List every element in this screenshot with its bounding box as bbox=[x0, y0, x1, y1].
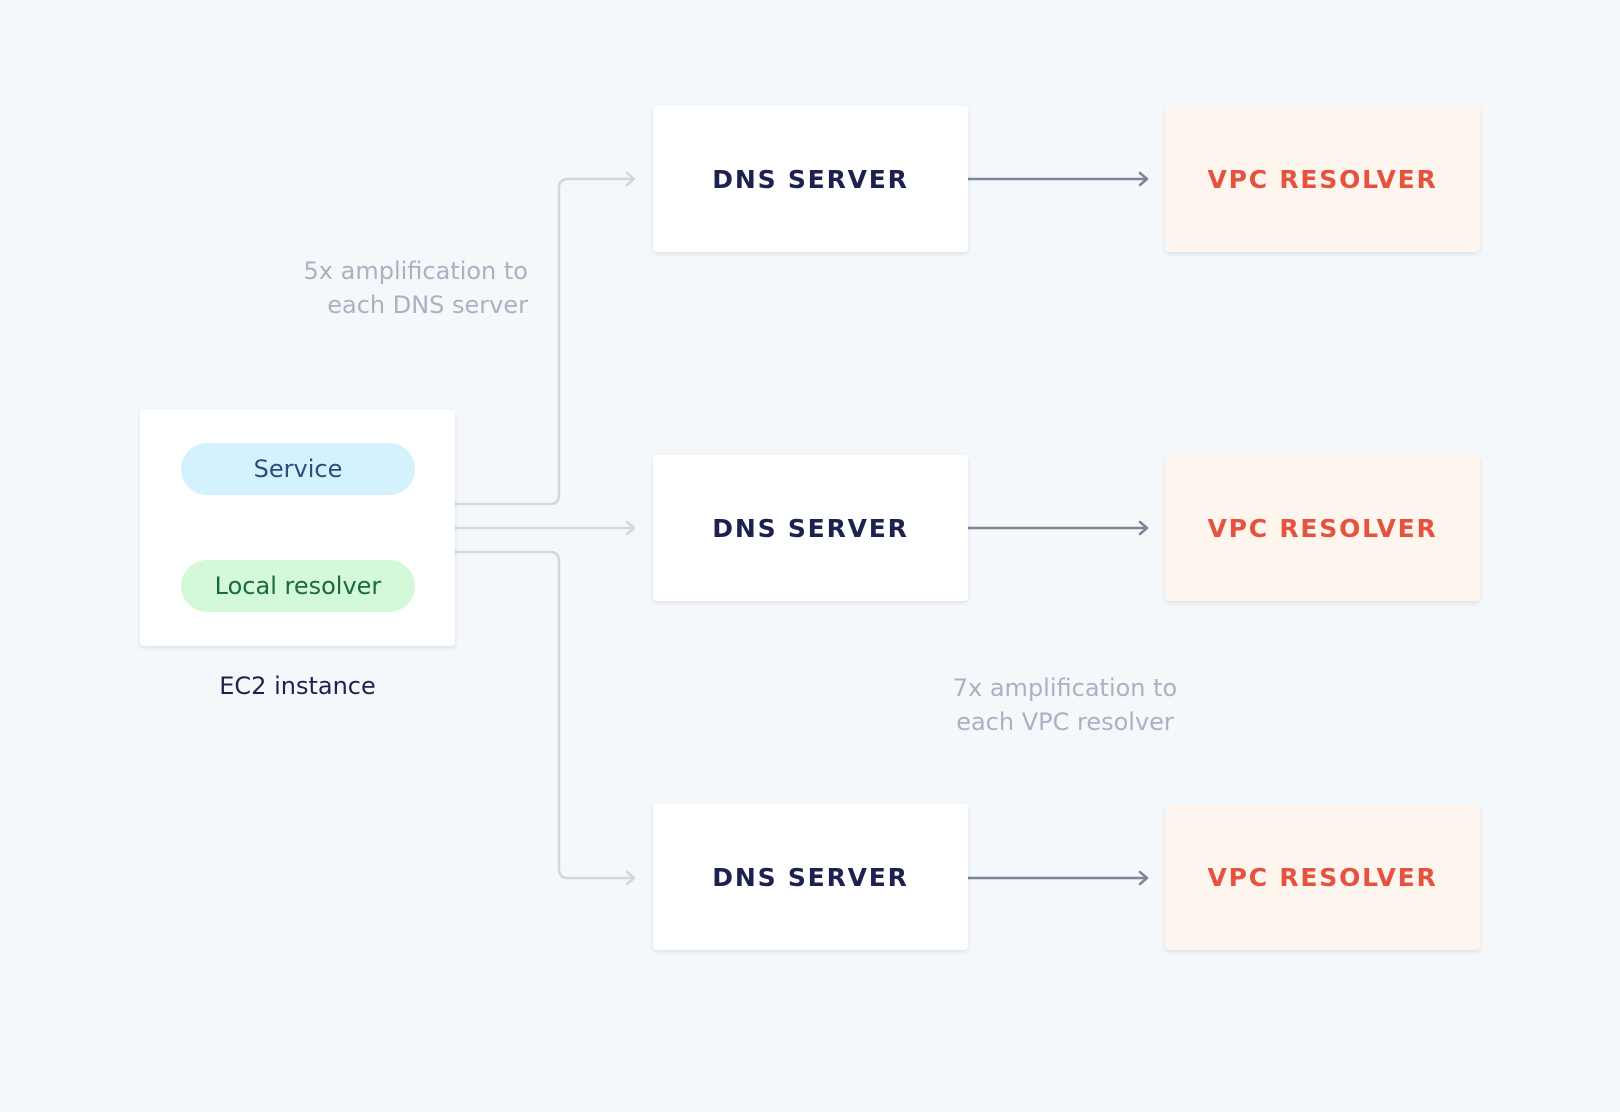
dns-amplification-note: 5x amplification to each DNS server bbox=[235, 254, 528, 322]
vpc-resolver-box-2: VPC RESOLVER bbox=[1165, 455, 1480, 601]
dns-amplification-line-2: each DNS server bbox=[327, 291, 528, 319]
arrowhead-dns-1 bbox=[625, 171, 636, 187]
ec2-instance-box: Service Local resolver bbox=[140, 410, 455, 646]
connector-ec2-to-dns-1 bbox=[455, 177, 633, 506]
vpc-amplification-note: 7x amplification to each VPC resolver bbox=[905, 671, 1225, 739]
vpc-amplification-line-1: 7x amplification to bbox=[952, 674, 1178, 702]
arrowhead-dns-3 bbox=[625, 870, 636, 886]
dns-server-box-2: DNS SERVER bbox=[653, 455, 968, 601]
dns-server-box-1: DNS SERVER bbox=[653, 106, 968, 252]
vpc-resolver-label: VPC RESOLVER bbox=[1207, 164, 1438, 194]
vpc-resolver-box-3: VPC RESOLVER bbox=[1165, 804, 1480, 950]
vpc-resolver-label: VPC RESOLVER bbox=[1207, 513, 1438, 543]
vpc-resolver-box-1: VPC RESOLVER bbox=[1165, 106, 1480, 252]
dns-server-label: DNS SERVER bbox=[712, 862, 909, 892]
dns-amplification-line-1: 5x amplification to bbox=[303, 257, 528, 285]
vpc-resolver-label: VPC RESOLVER bbox=[1207, 862, 1438, 892]
ec2-instance-caption: EC2 instance bbox=[219, 672, 376, 700]
dns-server-label: DNS SERVER bbox=[712, 164, 909, 194]
service-label: Service bbox=[253, 455, 343, 483]
dns-server-label: DNS SERVER bbox=[712, 513, 909, 543]
local-resolver-pill: Local resolver bbox=[181, 560, 415, 612]
arrowhead-dns-2 bbox=[625, 520, 636, 536]
arrowhead-vpc-3 bbox=[1138, 870, 1149, 886]
service-pill: Service bbox=[181, 443, 415, 495]
vpc-amplification-line-2: each VPC resolver bbox=[956, 708, 1174, 736]
local-resolver-label: Local resolver bbox=[214, 572, 382, 600]
arrowhead-vpc-2 bbox=[1138, 520, 1149, 536]
arrowhead-vpc-1 bbox=[1138, 171, 1149, 187]
dns-server-box-3: DNS SERVER bbox=[653, 804, 968, 950]
connector-ec2-to-dns-3 bbox=[455, 550, 633, 880]
